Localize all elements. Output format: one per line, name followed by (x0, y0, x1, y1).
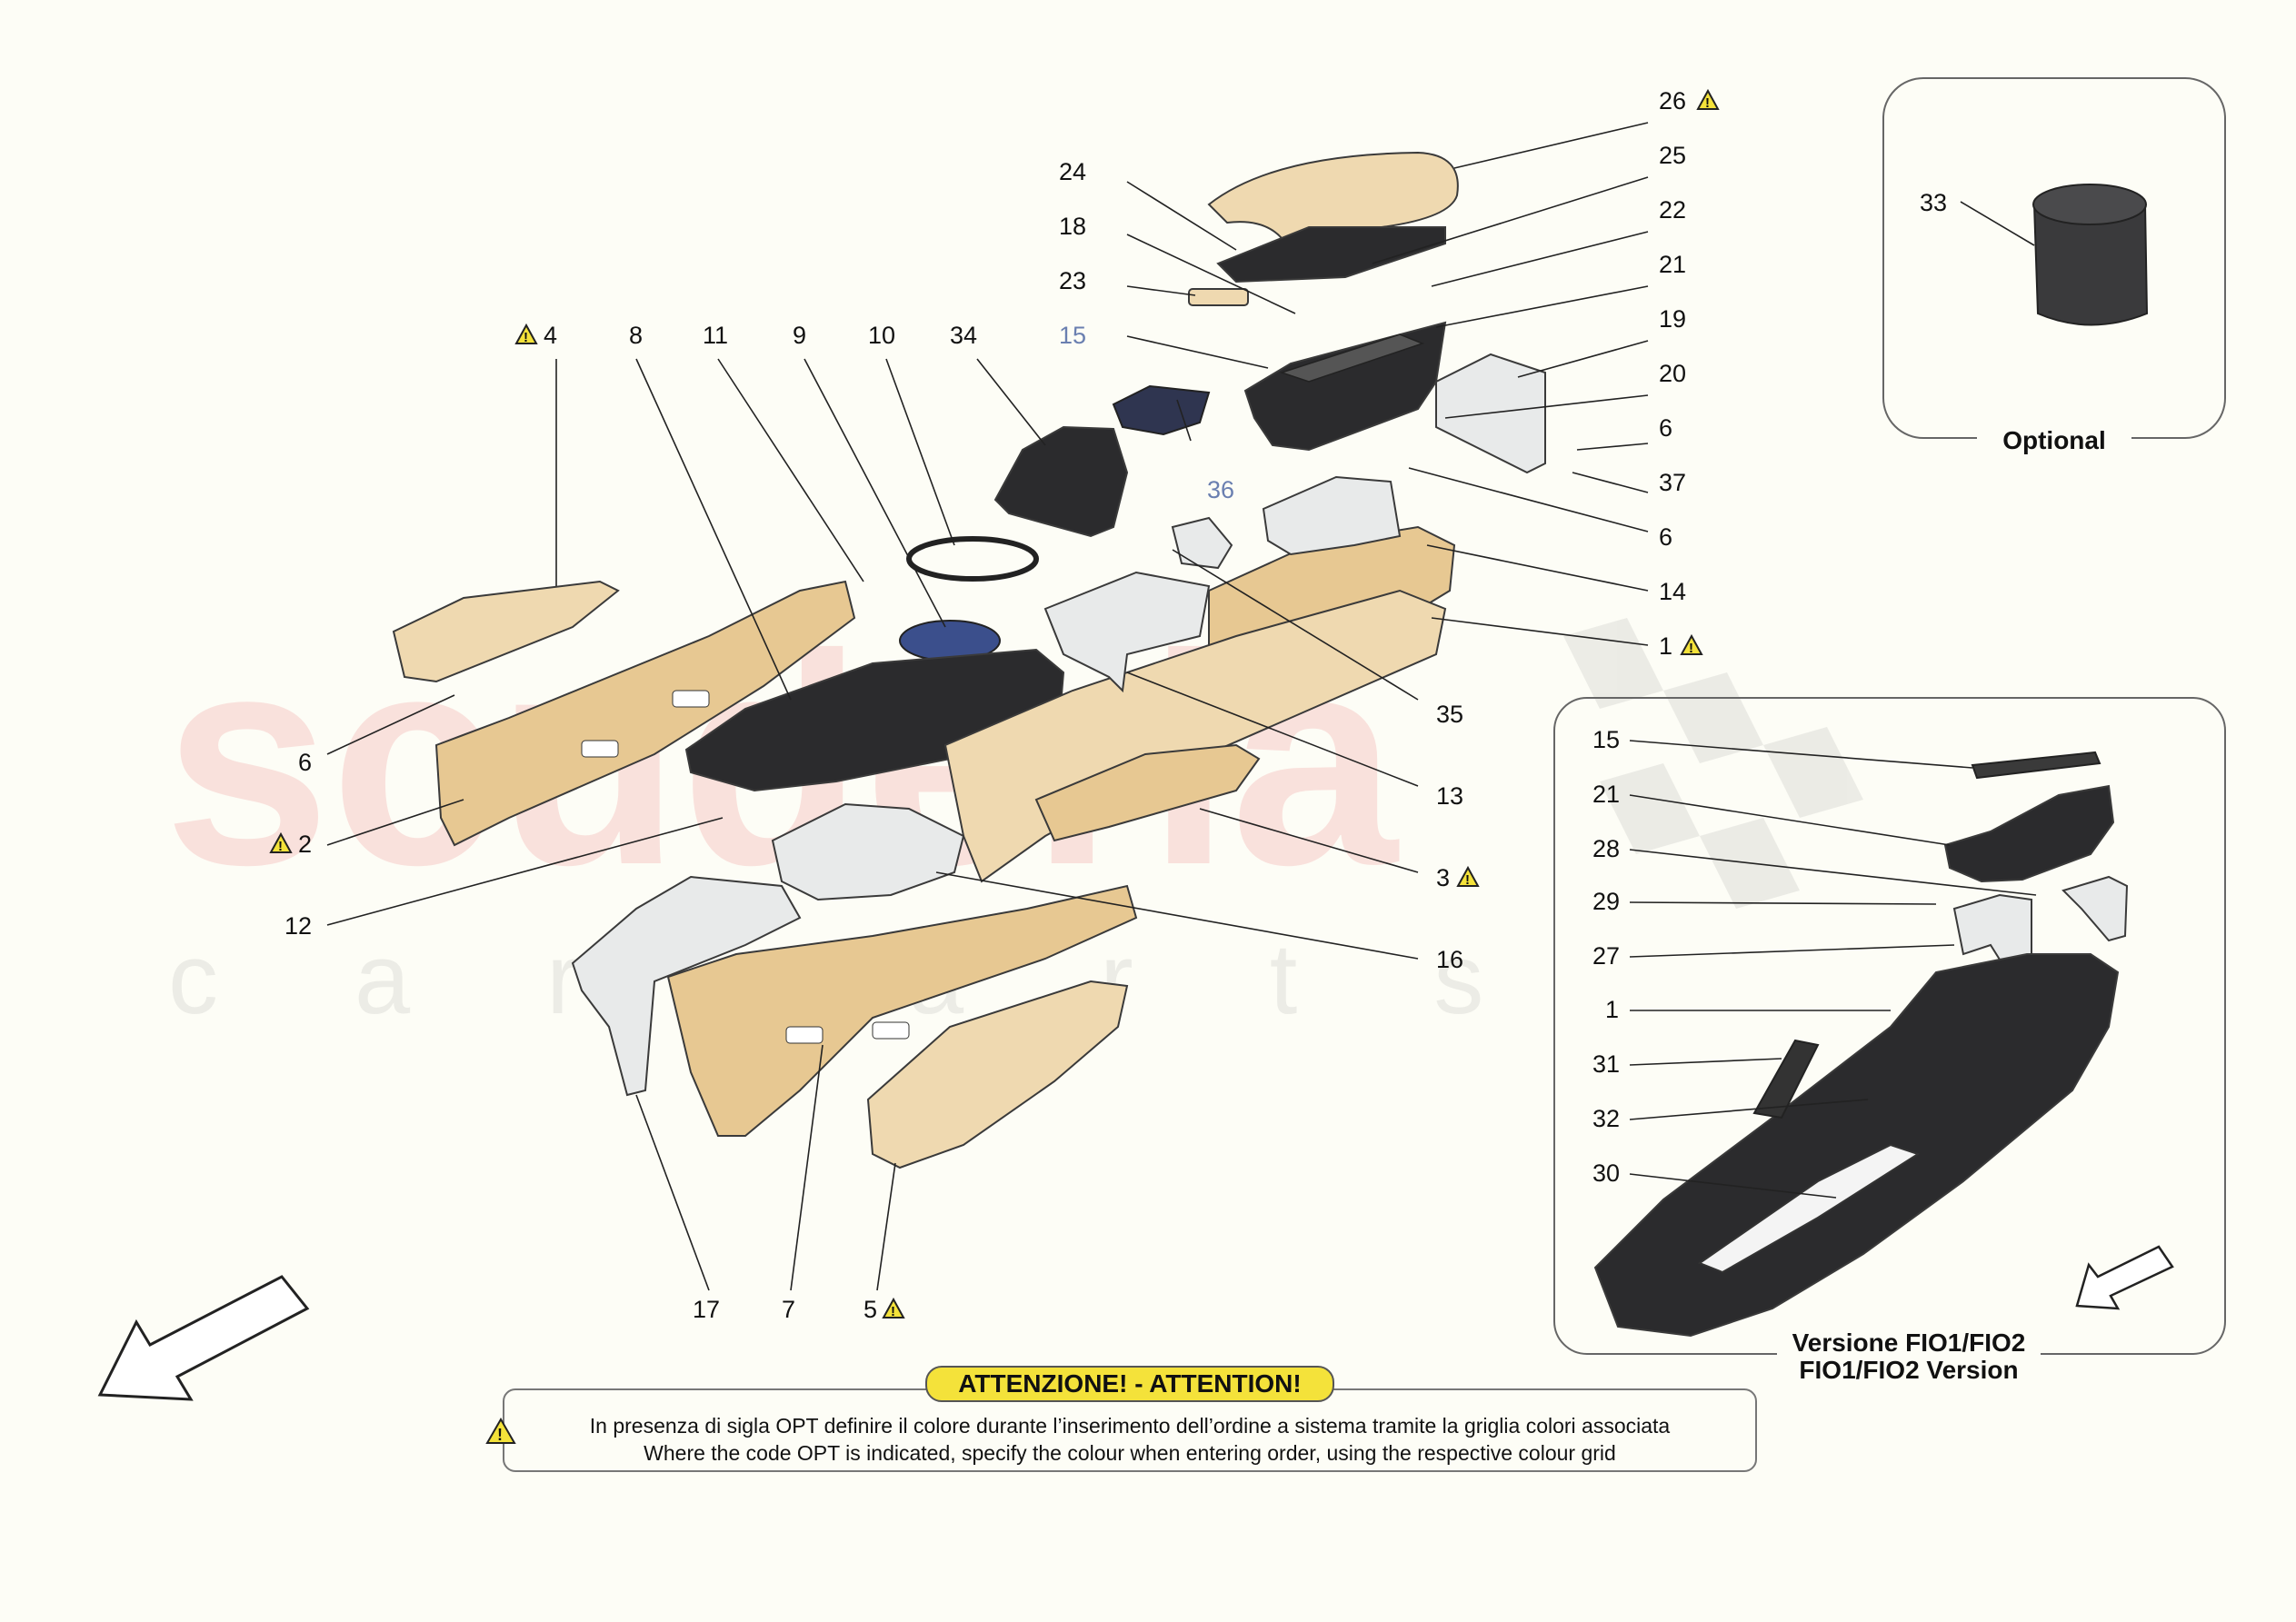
optional-label: Optional (2002, 426, 2106, 454)
callout-9: 9 (793, 322, 806, 349)
fio-part-30-inlay (1697, 1143, 1921, 1274)
fio-callout-30: 30 (1592, 1159, 1620, 1187)
fio-part-1-console (1593, 953, 2120, 1338)
callout-34: 34 (950, 322, 977, 349)
fio-callout-32: 32 (1592, 1105, 1620, 1132)
warning-icon: ! (1696, 88, 1720, 111)
callout-18: 18 (1059, 213, 1086, 240)
callout-22: 22 (1659, 196, 1686, 224)
callout-4: 4 (544, 322, 557, 349)
part-3-trim (1034, 743, 1261, 842)
fio-callout-1: 1 (1605, 996, 1619, 1023)
callout-24: 24 (1059, 158, 1086, 185)
warning-icon: ! (269, 831, 293, 854)
callout-33: 33 (1920, 189, 1947, 216)
callout-21: 21 (1659, 251, 1686, 278)
part-10-ring (906, 536, 1039, 582)
fio-part-bracket (2061, 875, 2129, 942)
callout-37: 37 (1659, 469, 1686, 496)
callout-26: 26 (1659, 87, 1686, 114)
callout-3: 3 (1436, 864, 1450, 891)
fio-part-21 (1943, 784, 2115, 883)
part-34 (993, 425, 1129, 538)
part-tray-mat (1279, 333, 1425, 383)
part-17-bracket (571, 875, 802, 1097)
callout-6: 6 (1659, 414, 1672, 442)
fio-callout-31: 31 (1592, 1050, 1620, 1078)
part-33-cup (2032, 184, 2149, 326)
warning-icon: ! (1680, 633, 1703, 656)
part-2-switch (672, 690, 710, 708)
callout-1: 1 (1659, 632, 1672, 660)
callout-12: 12 (285, 912, 312, 940)
part-7-switch (785, 1026, 824, 1044)
callout-5: 5 (863, 1296, 877, 1323)
part-36 (1112, 384, 1211, 436)
svg-text:!: ! (278, 839, 283, 854)
callout-10: 10 (868, 322, 895, 349)
watermark-checker (1563, 618, 1863, 909)
fio-part-31 (1752, 1039, 1820, 1119)
fio-callout-21: 21 (1592, 781, 1620, 808)
callout-11: 11 (703, 322, 728, 349)
svg-text:!: ! (524, 330, 528, 345)
svg-text:!: ! (1705, 95, 1710, 111)
attention-text-it: In presenza di sigla OPT definire il col… (589, 1414, 1671, 1438)
part-13-bracket (1043, 571, 1211, 693)
version-label-it: Versione FIO1/FIO2 (1792, 1328, 2026, 1357)
callout-16: 16 (1436, 946, 1463, 973)
part-upper-bracket (1262, 475, 1402, 556)
direction-arrow-icon (2075, 1245, 2174, 1310)
svg-text:!: ! (1689, 641, 1693, 656)
warning-icon: ! (514, 323, 538, 345)
svg-text:!: ! (1465, 872, 1470, 888)
warning-icon: ! (1456, 865, 1480, 888)
callout-6: 6 (298, 749, 312, 776)
part-2-switch (581, 740, 619, 758)
fio-part-15 (1971, 751, 2101, 780)
fio-callout-27: 27 (1592, 942, 1620, 970)
callout-2: 2 (298, 831, 312, 858)
part-armrest-base (1216, 226, 1446, 284)
part-armrest-cover (1207, 151, 1459, 240)
part-2-panel (434, 580, 856, 847)
version-label-bg (1777, 1327, 2041, 1388)
callout-13: 13 (1436, 782, 1463, 810)
callout-20: 20 (1659, 360, 1686, 387)
callout-23: 23 (1059, 267, 1086, 294)
part-23 (1188, 288, 1249, 306)
warning-icon: ! (882, 1297, 905, 1319)
part-4-trim (392, 580, 620, 683)
version-label-en: FIO1/FIO2 Version (1799, 1356, 2018, 1384)
part-16-bracket (771, 802, 965, 901)
callout-7: 7 (782, 1296, 795, 1323)
attention-title: ATTENZIONE! - ATTENTION! (925, 1366, 1334, 1402)
callout-14: 14 (1659, 578, 1686, 605)
svg-text:!: ! (497, 1426, 503, 1444)
callout-6: 6 (1659, 523, 1672, 551)
part-7-front-panel (666, 884, 1138, 1137)
fio-leader-lines (1629, 740, 2037, 1199)
callout-8: 8 (629, 322, 643, 349)
callout-25: 25 (1659, 142, 1686, 169)
optional-label-bg (1977, 422, 2131, 454)
callout-15: 15 (1059, 322, 1086, 349)
callout-36: 36 (1207, 476, 1234, 503)
part-35-bracket (1171, 516, 1233, 570)
callout-19: 19 (1659, 305, 1686, 333)
fio-callout-28: 28 (1592, 835, 1620, 862)
part-storage-tray (1243, 321, 1447, 452)
callout-35: 35 (1436, 701, 1463, 728)
direction-arrow-icon (97, 1275, 310, 1401)
callout-17: 17 (693, 1296, 720, 1323)
part-5-knee-pad (866, 980, 1129, 1169)
fio-callout-15: 15 (1592, 726, 1620, 753)
attention-text-en: Where the code OPT is indicated, specify… (644, 1441, 1616, 1465)
leader-lines (326, 122, 1649, 1291)
svg-text:!: ! (891, 1304, 895, 1319)
warning-icon: ! (485, 1418, 516, 1444)
part-7-switch (872, 1021, 910, 1040)
fio-callout-29: 29 (1592, 888, 1620, 915)
